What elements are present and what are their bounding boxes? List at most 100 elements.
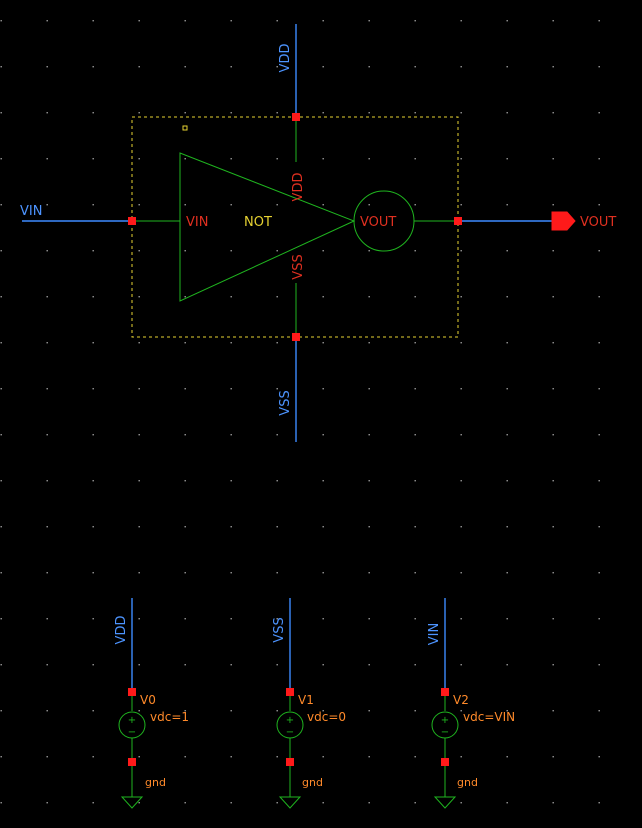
ground-label: gnd [145, 776, 166, 789]
grid-dot [598, 250, 600, 252]
grid-dot [184, 572, 186, 574]
instance-origin-marker [182, 125, 188, 131]
grid-dot [552, 250, 554, 252]
grid-dot [598, 112, 600, 114]
grid-dot [322, 112, 324, 114]
grid-dot [506, 618, 508, 620]
grid-dot [506, 250, 508, 252]
output-pin-icon[interactable] [551, 211, 576, 231]
grid-dot [460, 204, 462, 206]
grid-dot [230, 296, 232, 298]
grid-dot [138, 572, 140, 574]
grid-dot [506, 158, 508, 160]
grid-dot [92, 480, 94, 482]
grid-dot [230, 434, 232, 436]
grid-dot [322, 250, 324, 252]
grid-dot [46, 112, 48, 114]
grid-dot [92, 434, 94, 436]
grid-dot [322, 756, 324, 758]
source-param: vdc=VIN [463, 710, 515, 724]
grid-dot [276, 480, 278, 482]
grid-dot [368, 434, 370, 436]
grid-dot [92, 388, 94, 390]
grid-dot [322, 664, 324, 666]
grid-dot [322, 158, 324, 160]
voltage-source-v1[interactable]: VSS + − V1 vdc=0 gnd [272, 598, 346, 809]
grid-dot [368, 618, 370, 620]
grid-dot [368, 250, 370, 252]
grid-dot [460, 112, 462, 114]
pin-square-top[interactable] [441, 688, 449, 696]
grid-dot [138, 342, 140, 344]
grid-dot [230, 112, 232, 114]
grid-dot [598, 526, 600, 528]
grid-dot [506, 204, 508, 206]
grid-dot [92, 710, 94, 712]
source-instance-name: V0 [140, 693, 156, 707]
grid-dot [0, 296, 2, 298]
pin-square-top[interactable] [128, 688, 136, 696]
grid-dot [414, 710, 416, 712]
grid-dot [460, 434, 462, 436]
grid-dot [552, 572, 554, 574]
grid-dot [0, 204, 2, 206]
grid-dot [552, 388, 554, 390]
grid-dot [184, 618, 186, 620]
grid-dot [230, 756, 232, 758]
pin-square-vout[interactable] [454, 217, 462, 225]
pin-square-bottom[interactable] [441, 758, 449, 766]
grid-dot [414, 66, 416, 68]
grid-dot [506, 802, 508, 804]
pin-square-bottom[interactable] [286, 758, 294, 766]
grid-dot [506, 526, 508, 528]
grid-dot [460, 802, 462, 804]
pin-square-bottom[interactable] [128, 758, 136, 766]
grid-dot [414, 158, 416, 160]
grid-dot [230, 710, 232, 712]
grid-dot [414, 342, 416, 344]
grid-dot [598, 204, 600, 206]
pin-square-top[interactable] [286, 688, 294, 696]
wire-label-vss-bottom: VSS [278, 390, 293, 415]
grid-dot [138, 158, 140, 160]
grid-dot [138, 434, 140, 436]
grid-dot [552, 618, 554, 620]
grid-dot [414, 618, 416, 620]
grid-dot [368, 296, 370, 298]
plus-icon: + [128, 715, 136, 726]
grid-dot [138, 710, 140, 712]
grid-dot [92, 618, 94, 620]
grid-dot [46, 526, 48, 528]
grid-dot [460, 388, 462, 390]
grid-dot [46, 158, 48, 160]
grid-dot [460, 618, 462, 620]
grid-dot [0, 710, 2, 712]
wire-label-vin-src: VIN [427, 623, 442, 645]
grid-dot [598, 618, 600, 620]
grid-dot [322, 802, 324, 804]
voltage-source-v2[interactable]: VIN + − V2 vdc=VIN gnd [427, 598, 515, 809]
grid-dot [276, 526, 278, 528]
source-instance-name: V1 [298, 693, 314, 707]
grid-dot [184, 526, 186, 528]
grid-dot [138, 526, 140, 528]
grid-dot [276, 618, 278, 620]
voltage-source-v0[interactable]: VDD + − V0 vdc=1 gnd [114, 598, 189, 809]
grid-dot [460, 480, 462, 482]
pin-square-vdd[interactable] [292, 113, 300, 121]
grid-dot [368, 526, 370, 528]
grid-dot [138, 250, 140, 252]
grid-dot [506, 572, 508, 574]
pin-label-vdd: VDD [291, 173, 306, 202]
grid-dot [46, 710, 48, 712]
grid-dot [414, 664, 416, 666]
plus-icon: + [286, 715, 294, 726]
grid-dot [460, 710, 462, 712]
wire-label-vss-src: VSS [272, 617, 287, 642]
grid-dot [598, 480, 600, 482]
inverter-triangle[interactable] [179, 152, 356, 302]
pin-square-vin[interactable] [128, 217, 136, 225]
grid-dot [46, 802, 48, 804]
pin-square-vss[interactable] [292, 333, 300, 341]
